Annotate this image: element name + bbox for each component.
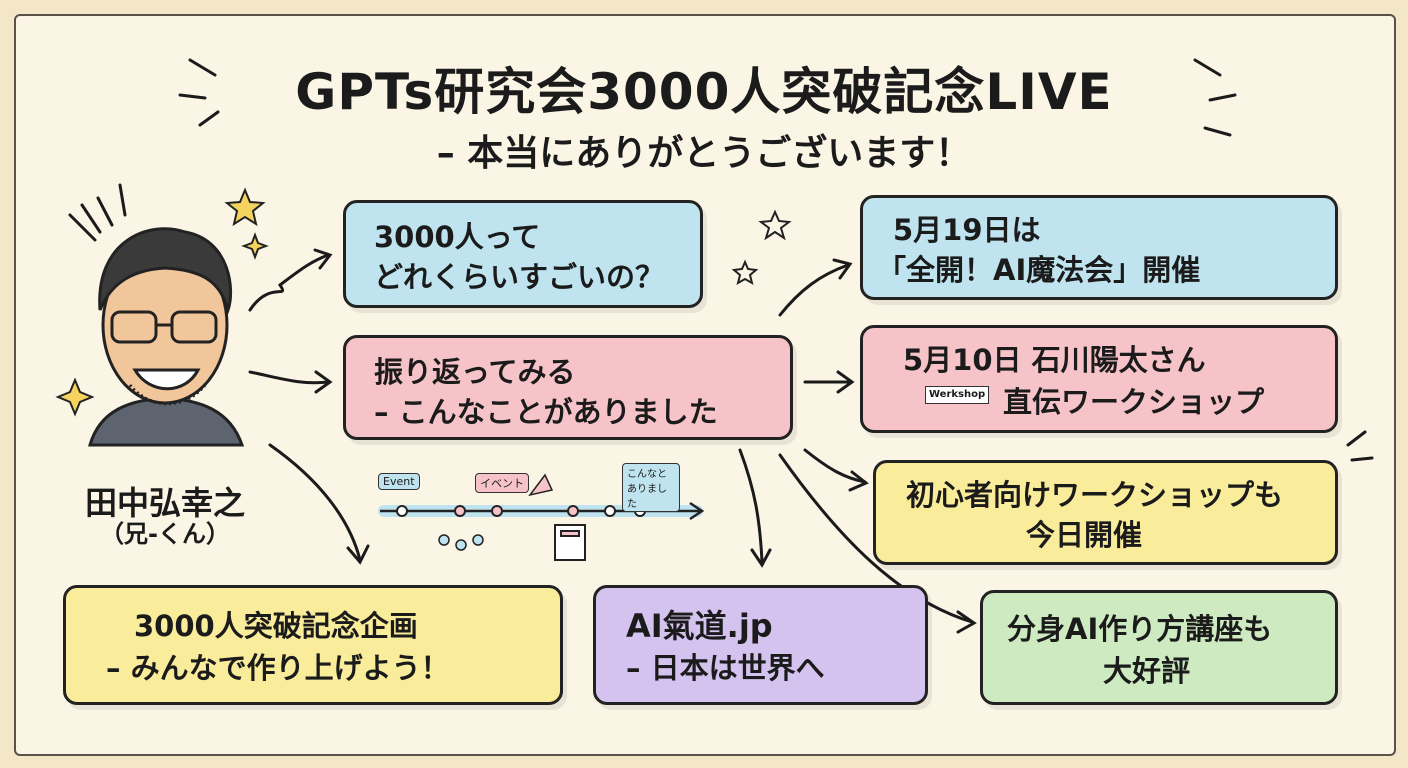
arrow bbox=[268, 443, 362, 562]
box-may19: 5月19日は 「全開！AI魔法会」開催 bbox=[860, 195, 1338, 300]
timeline-label: イベント bbox=[475, 473, 529, 493]
timeline-label: こんなと ありました bbox=[622, 463, 680, 512]
subtitle: – 本当にありがとうございます！ bbox=[436, 133, 972, 174]
people-icon bbox=[438, 534, 450, 546]
main-title: GPTs研究会3000人突破記念LIVE bbox=[295, 63, 1113, 121]
box-project: 3000人突破記念企画 – みんなで作り上げよう！ bbox=[63, 585, 563, 705]
arrow bbox=[803, 448, 867, 484]
arrow bbox=[248, 370, 330, 385]
star-icon bbox=[731, 259, 759, 286]
sparkle-icon bbox=[55, 377, 95, 417]
arrow bbox=[738, 448, 764, 564]
person-avatar bbox=[88, 227, 245, 447]
star-icon bbox=[224, 187, 266, 227]
arrow bbox=[248, 253, 330, 312]
box-may10: 5月10日 石川陽太さん Werkshop 直伝ワークショップ bbox=[860, 325, 1338, 433]
arrow bbox=[778, 263, 850, 317]
sparkle-icon bbox=[241, 232, 269, 260]
star-icon bbox=[758, 209, 792, 241]
person-nickname: （兄-くん） bbox=[100, 520, 230, 548]
box-avatar-ai: 分身AI作り方講座も 大好評 bbox=[980, 590, 1338, 705]
box-ai-kido: AI氣道.jp – 日本は世界へ bbox=[593, 585, 928, 705]
box-beginner: 初心者向けワークショップも 今日開催 bbox=[873, 460, 1338, 565]
person-name: 田中弘幸之 bbox=[84, 484, 245, 522]
party-popper-icon bbox=[528, 473, 554, 497]
arrow bbox=[778, 453, 974, 624]
box-how-big: 3000人って どれくらいすごいの？ bbox=[343, 200, 703, 308]
workshop-badge: Werkshop bbox=[925, 386, 990, 404]
timeline-label: Event bbox=[378, 473, 420, 490]
timeline bbox=[378, 473, 705, 561]
box-look-back: 振り返ってみる – こんなことがありました bbox=[343, 335, 793, 440]
